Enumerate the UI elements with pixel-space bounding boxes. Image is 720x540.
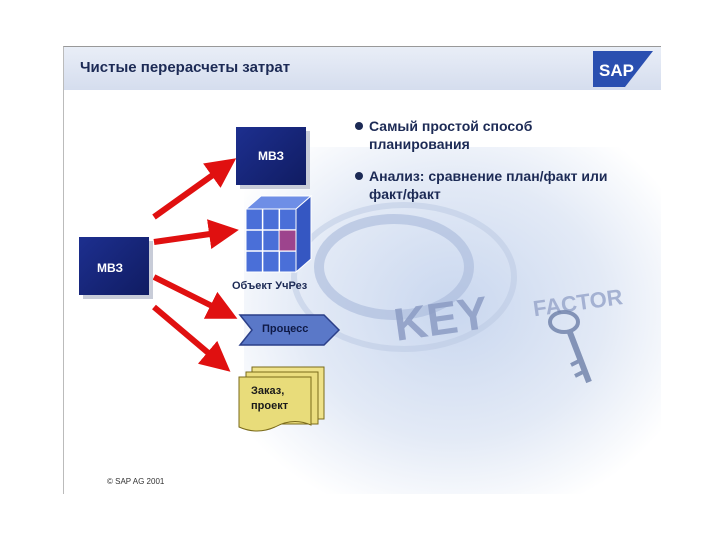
arrow-to-cost-center bbox=[154, 167, 224, 217]
process-label: Процесс bbox=[262, 323, 308, 335]
bullet-text: Самый простой способ планирования bbox=[369, 118, 532, 152]
copyright-footer: © SAP AG 2001 bbox=[107, 477, 164, 486]
bullet-2: Анализ: сравнение план/факт или факт/фак… bbox=[369, 167, 629, 203]
arrow-to-process bbox=[154, 277, 224, 312]
source-cost-center-box: МВЗ bbox=[79, 237, 149, 295]
order-label-line2: проект bbox=[251, 400, 288, 412]
bullet-dot bbox=[355, 172, 363, 180]
sap-logo: SAP bbox=[593, 51, 653, 87]
target-cost-center-box: МВЗ bbox=[236, 127, 306, 185]
profitability-cube-icon bbox=[236, 194, 316, 274]
slide: Чистые перерасчеты затрат SAP KEY FACTOR bbox=[63, 46, 661, 494]
source-box-label: МВЗ bbox=[97, 261, 123, 275]
bullet-text: Анализ: сравнение план/факт или факт/фак… bbox=[369, 168, 607, 202]
arrow-to-order bbox=[154, 307, 219, 362]
arrow-to-cube bbox=[154, 232, 224, 242]
target-box-label: МВЗ bbox=[258, 149, 284, 163]
sap-logo-text: SAP bbox=[599, 61, 634, 80]
cube-label: Объект УчРез bbox=[232, 280, 307, 292]
slide-title: Чистые перерасчеты затрат bbox=[80, 59, 290, 76]
order-label-line1: Заказ, bbox=[251, 385, 284, 397]
bullet-dot bbox=[355, 122, 363, 130]
title-bar: Чистые перерасчеты затрат SAP bbox=[64, 47, 661, 90]
bullet-1: Самый простой способ планирования bbox=[369, 117, 629, 153]
